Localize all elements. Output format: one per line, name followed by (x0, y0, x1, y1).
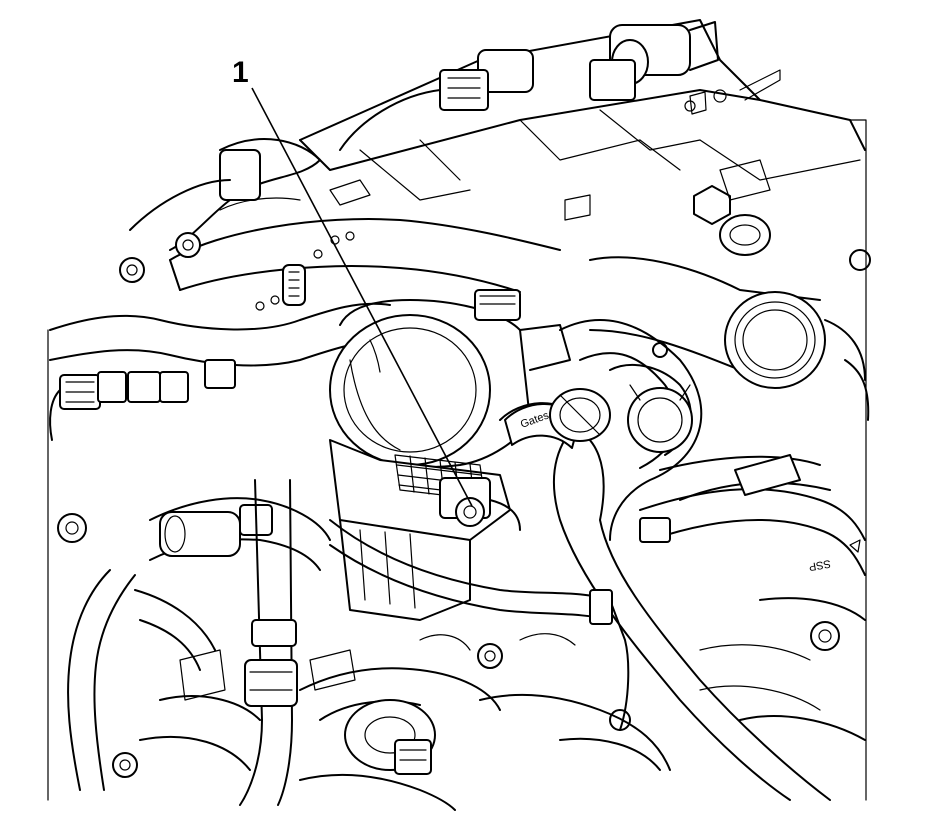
thermostat-housing (609, 364, 693, 456)
callout-number: 1 (232, 56, 249, 89)
bolt-heads (57, 185, 871, 778)
injector-connector-top-right (589, 21, 781, 101)
fuel-rail-hose-left (129, 138, 321, 251)
lower-left-hose (67, 569, 216, 791)
intake-manifold (169, 197, 561, 311)
callout-1: 1 (232, 56, 473, 507)
injector-connector-top-left (339, 49, 534, 151)
evap-purge-line (329, 519, 630, 731)
hose-marking-right: SSP (808, 557, 832, 573)
vertical-fuel-pipe (239, 479, 298, 806)
throttle-body (329, 289, 571, 468)
misc-brackets (47, 89, 867, 801)
coolant-outlet-clamp (549, 388, 611, 442)
wiring-harness-left (49, 302, 391, 389)
throttle-position-sensor-connector (439, 477, 521, 531)
harness-connectors-left (49, 371, 189, 441)
lower-engine-block (139, 597, 866, 811)
throttle-actuator-housing (329, 439, 511, 621)
fuel-line-lower-left (149, 497, 331, 571)
heater-hoses-right: SSP (639, 454, 866, 576)
air-inlet-tube-right (589, 256, 870, 421)
callout-leader-line (251, 87, 473, 507)
